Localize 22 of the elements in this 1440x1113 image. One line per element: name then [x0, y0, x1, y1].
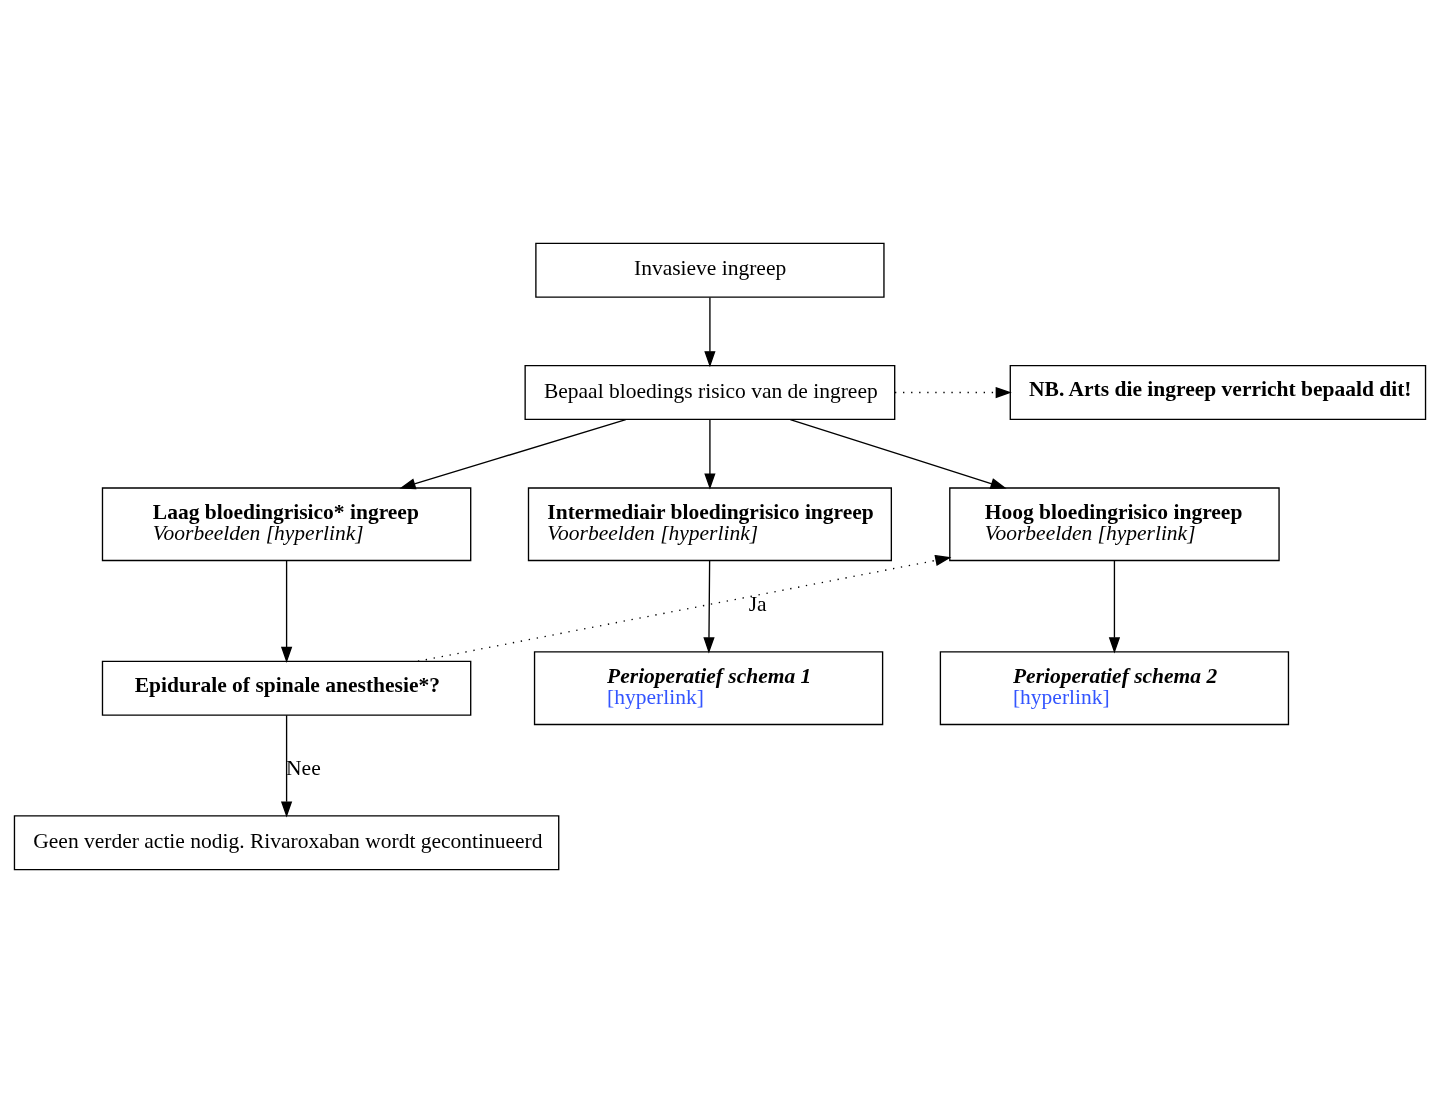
arrow [399, 418, 627, 490]
node-box: Perioperatief schema 2 [hyperlink] [939, 651, 1290, 726]
node-box: Hoog bloedingrisico ingreep Voorbeelden [hyperlink] [949, 487, 1280, 562]
node-box: Perioperatief schema 1 [hyperlink] [533, 651, 884, 726]
node-box: Geen verder actie nodig. Rivaroxaban wordt gecontinueerd [13, 815, 560, 871]
edge-label: Ja [748, 592, 767, 617]
node-box: Invasieve ingreep [535, 242, 885, 298]
edge-label: Nee [286, 756, 321, 781]
node-box: Intermediair bloedingrisico ingreep Voorbeelden [hyperlink] [527, 487, 892, 562]
node-box: Epidurale of spinale anesthesie*? [101, 660, 472, 716]
arrow [1108, 559, 1121, 654]
arrow [417, 554, 952, 662]
node-box: NB. Arts die ingreep verricht bepaald dit! [1009, 365, 1427, 421]
arrow [280, 714, 293, 818]
arrow [704, 296, 716, 368]
node-box: Laag bloedingrisico* ingreep Voorbeelden [hyperlink] [101, 487, 472, 562]
arrow [703, 559, 715, 654]
arrow [894, 386, 1012, 399]
node-box: Bepaal bloedings risico van de ingreep [524, 365, 896, 421]
arrow [280, 559, 293, 663]
arrow [704, 419, 716, 490]
arrow [789, 418, 1007, 489]
